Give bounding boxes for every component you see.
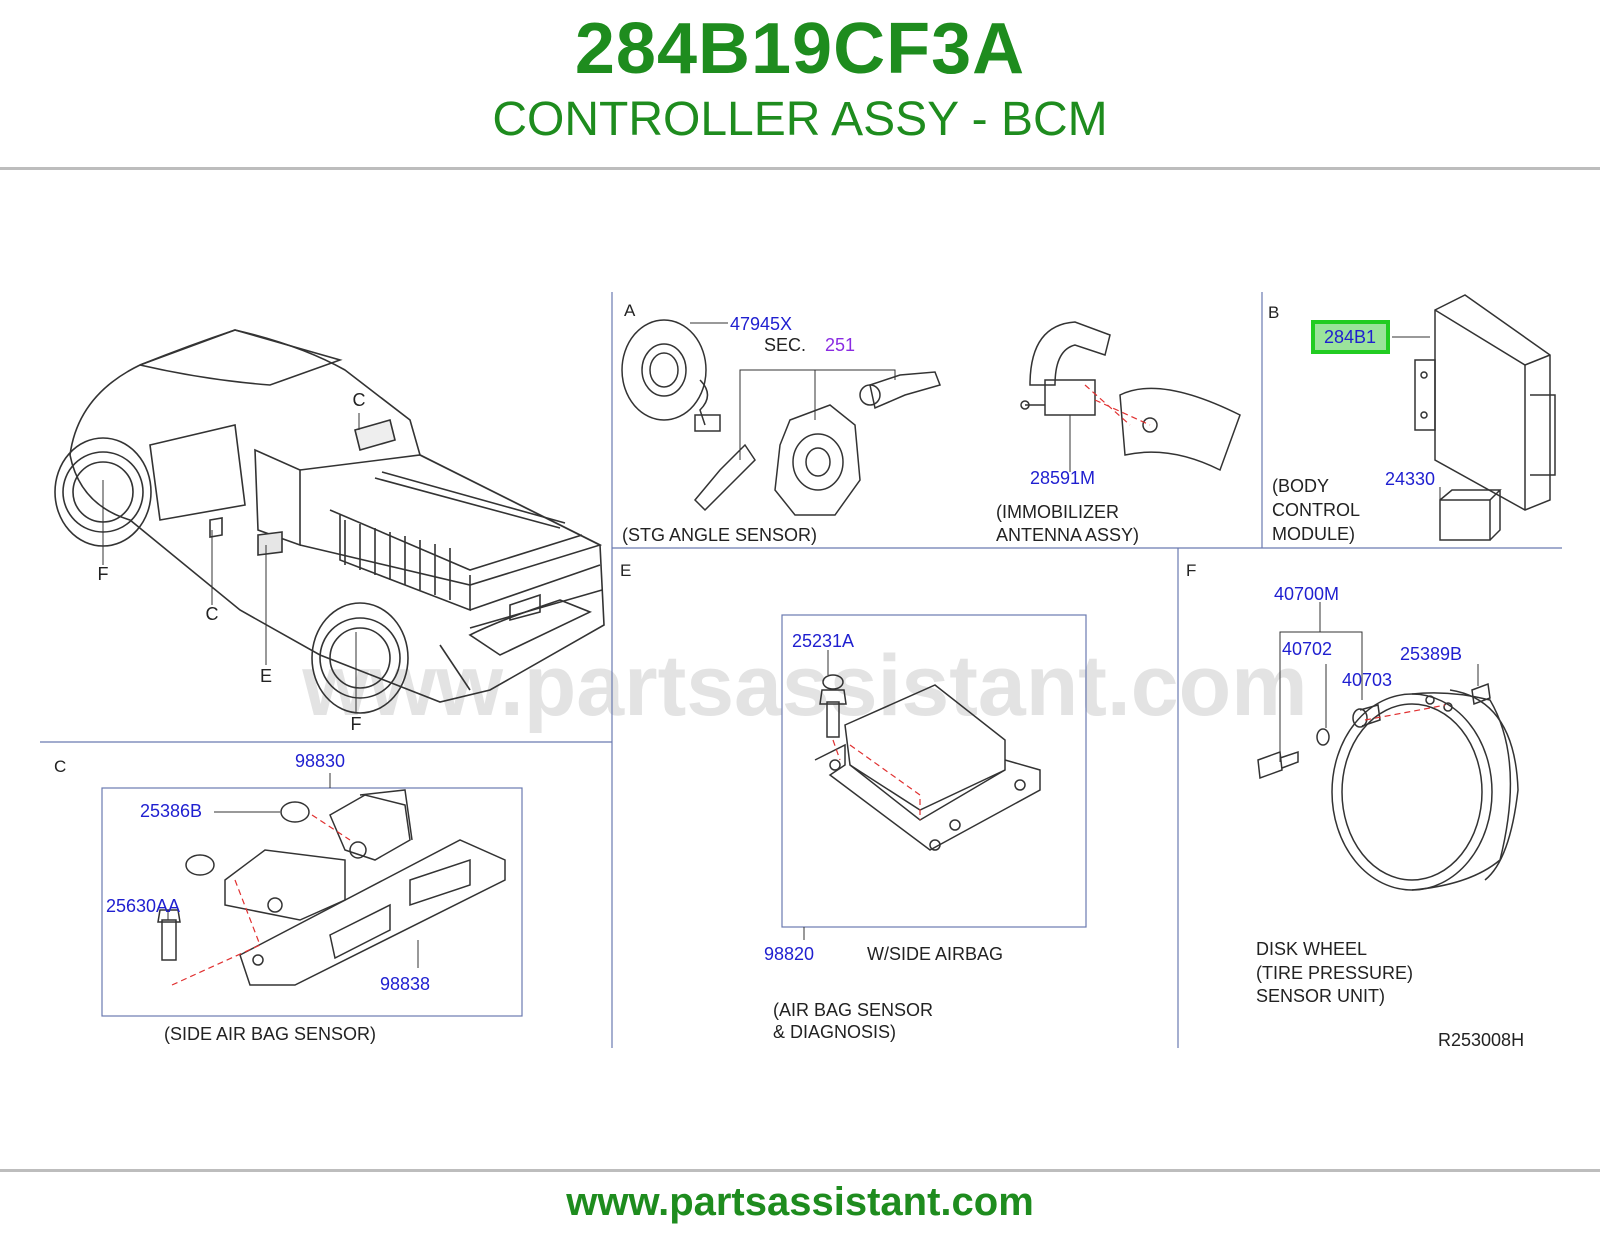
- side-airbag-sensor-drawing: [157, 789, 506, 986]
- diagram-reference-code: R253008H: [1438, 1030, 1524, 1050]
- truck-callout-f-front: F: [98, 564, 109, 584]
- part-98830[interactable]: 98830: [295, 751, 345, 771]
- airbag-diagnosis-unit-drawing: [814, 674, 1041, 851]
- section-b-leader-lines: [1392, 336, 1441, 500]
- section-a-letter: A: [624, 301, 636, 320]
- truck-leader-lines: [102, 413, 360, 712]
- section-c-letter: C: [54, 757, 66, 776]
- footer-divider: [0, 1169, 1600, 1172]
- truck-illustration: [54, 329, 605, 714]
- caption-bcm-line1: (BODY: [1272, 476, 1329, 496]
- part-25231a[interactable]: 25231A: [792, 631, 854, 651]
- truck-callout-c-side: C: [206, 604, 219, 624]
- part-98820[interactable]: 98820: [764, 944, 814, 964]
- part-25630aa[interactable]: 25630AA: [106, 896, 180, 916]
- section-a-leader-lines: [690, 322, 1071, 472]
- caption-airbag-diagnosis-line1: (AIR BAG SENSOR: [773, 1000, 933, 1020]
- section-f-letter: F: [1186, 561, 1196, 580]
- part-98838[interactable]: 98838: [380, 974, 430, 994]
- airbag-diagnosis-assembly-lines: [832, 739, 921, 820]
- highlight-box-284b1: [1311, 320, 1390, 354]
- part-24330[interactable]: 24330: [1385, 469, 1435, 489]
- part-28591m[interactable]: 28591M: [1030, 468, 1095, 488]
- watermark-text: www.partsassistant.com: [301, 638, 1307, 734]
- caption-side-airbag-sensor: (SIDE AIR BAG SENSOR): [164, 1024, 376, 1044]
- caption-disk-wheel-line2: (TIRE PRESSURE): [1256, 963, 1413, 983]
- truck-callout-c-top: C: [353, 390, 366, 410]
- caption-disk-wheel-line3: SENSOR UNIT): [1256, 986, 1385, 1006]
- caption-immobilizer-line2: ANTENNA ASSY): [996, 525, 1139, 545]
- part-40702[interactable]: 40702: [1282, 639, 1332, 659]
- caption-bcm-line3: MODULE): [1272, 524, 1355, 544]
- caption-stg-angle-sensor: (STG ANGLE SENSOR): [622, 525, 817, 545]
- tire-sensor-assembly-lines: [1364, 704, 1446, 721]
- panel-grid: [40, 292, 1562, 1048]
- caption-immobilizer-line1: (IMMOBILIZER: [996, 502, 1119, 522]
- footer-website-link[interactable]: www.partsassistant.com: [566, 1180, 1034, 1224]
- part-40703[interactable]: 40703: [1342, 670, 1392, 690]
- section-b-letter: B: [1268, 303, 1279, 322]
- truck-callout-f-rear: F: [351, 714, 362, 734]
- section-c-leader-lines: [167, 773, 419, 968]
- part-284b1-highlighted[interactable]: 284B1: [1324, 327, 1376, 347]
- airbag-diagnosis-group-box: [781, 614, 1087, 928]
- side-airbag-assembly-lines: [171, 814, 351, 986]
- section-f-leader-lines: [1279, 602, 1479, 762]
- steering-angle-sensor-drawing: [621, 319, 941, 516]
- section-e-letter: E: [620, 561, 631, 580]
- truck-callout-e: E: [260, 666, 272, 686]
- side-airbag-group-box: [101, 787, 523, 1017]
- part-25386b[interactable]: 25386B: [140, 801, 202, 821]
- sec-prefix: SEC.: [764, 335, 806, 355]
- note-w-side-airbag: W/SIDE AIRBAG: [867, 944, 1003, 964]
- part-name-subtitle: CONTROLLER ASSY - BCM: [492, 93, 1108, 146]
- caption-airbag-diagnosis-line2: & DIAGNOSIS): [773, 1022, 896, 1042]
- part-number-title: 284B19CF3A: [574, 9, 1026, 89]
- part-40700m[interactable]: 40700M: [1274, 584, 1339, 604]
- caption-bcm-line2: CONTROL: [1272, 500, 1360, 520]
- part-47945x[interactable]: 47945X: [730, 314, 792, 334]
- section-e-leader-lines: [803, 650, 829, 940]
- caption-disk-wheel-line1: DISK WHEEL: [1256, 939, 1367, 959]
- bcm-module-drawing: [1414, 294, 1556, 541]
- disk-wheel-tire-sensor-drawing: [1257, 682, 1519, 891]
- sec-reference-251[interactable]: 251: [825, 335, 855, 355]
- header-divider: [0, 167, 1600, 170]
- immobilizer-antenna-drawing: [1020, 321, 1241, 472]
- part-25389b[interactable]: 25389B: [1400, 644, 1462, 664]
- immobilizer-assembly-lines: [1084, 384, 1151, 426]
